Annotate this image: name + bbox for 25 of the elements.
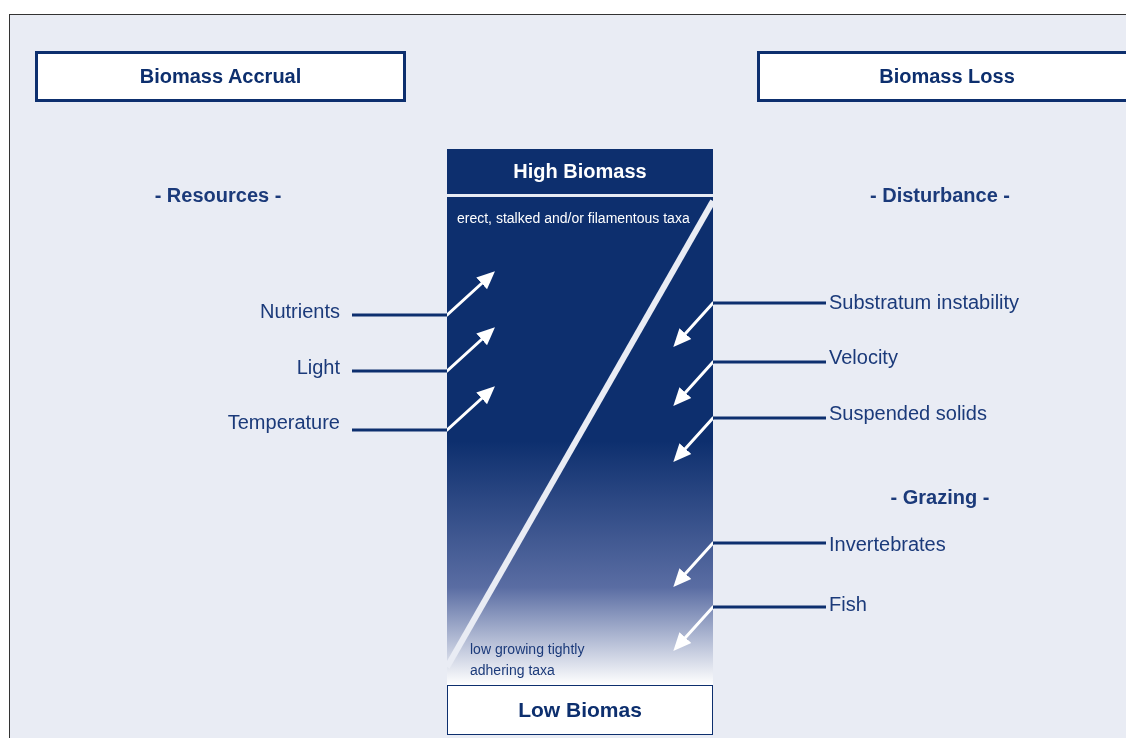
section-heading: - Grazing -	[890, 486, 990, 508]
low-biomass-box: Low Biomas	[447, 685, 713, 735]
factor-label: Fish	[829, 593, 867, 615]
factor-label: Temperature	[227, 411, 340, 433]
arrow	[673, 416, 826, 462]
arrow	[352, 271, 495, 317]
factor-label: Invertebrates	[829, 533, 946, 555]
heading-box: Biomass Loss	[757, 51, 1126, 102]
arrow	[352, 327, 495, 373]
arrow	[352, 386, 495, 432]
factor-label: Light	[296, 356, 340, 378]
heading-box: Biomass Accrual	[35, 51, 406, 102]
arrow	[673, 360, 826, 406]
factor-label: Suspended solids	[829, 402, 987, 424]
section-heading: - Disturbance -	[870, 184, 1010, 206]
arrow	[673, 605, 826, 651]
factor-label: Substratum instability	[829, 291, 1020, 313]
high-biomass-band: High Biomass	[447, 149, 713, 194]
factor-label: Velocity	[829, 346, 898, 368]
arrow	[673, 541, 826, 587]
taxa-caption: erect, stalked and/or filamentous taxa	[457, 209, 691, 228]
factor-label: Nutrients	[259, 300, 340, 322]
section-heading: - Resources -	[154, 184, 282, 206]
taxa-caption: low growing tightly adhering taxa	[470, 640, 586, 680]
arrow	[673, 301, 826, 347]
